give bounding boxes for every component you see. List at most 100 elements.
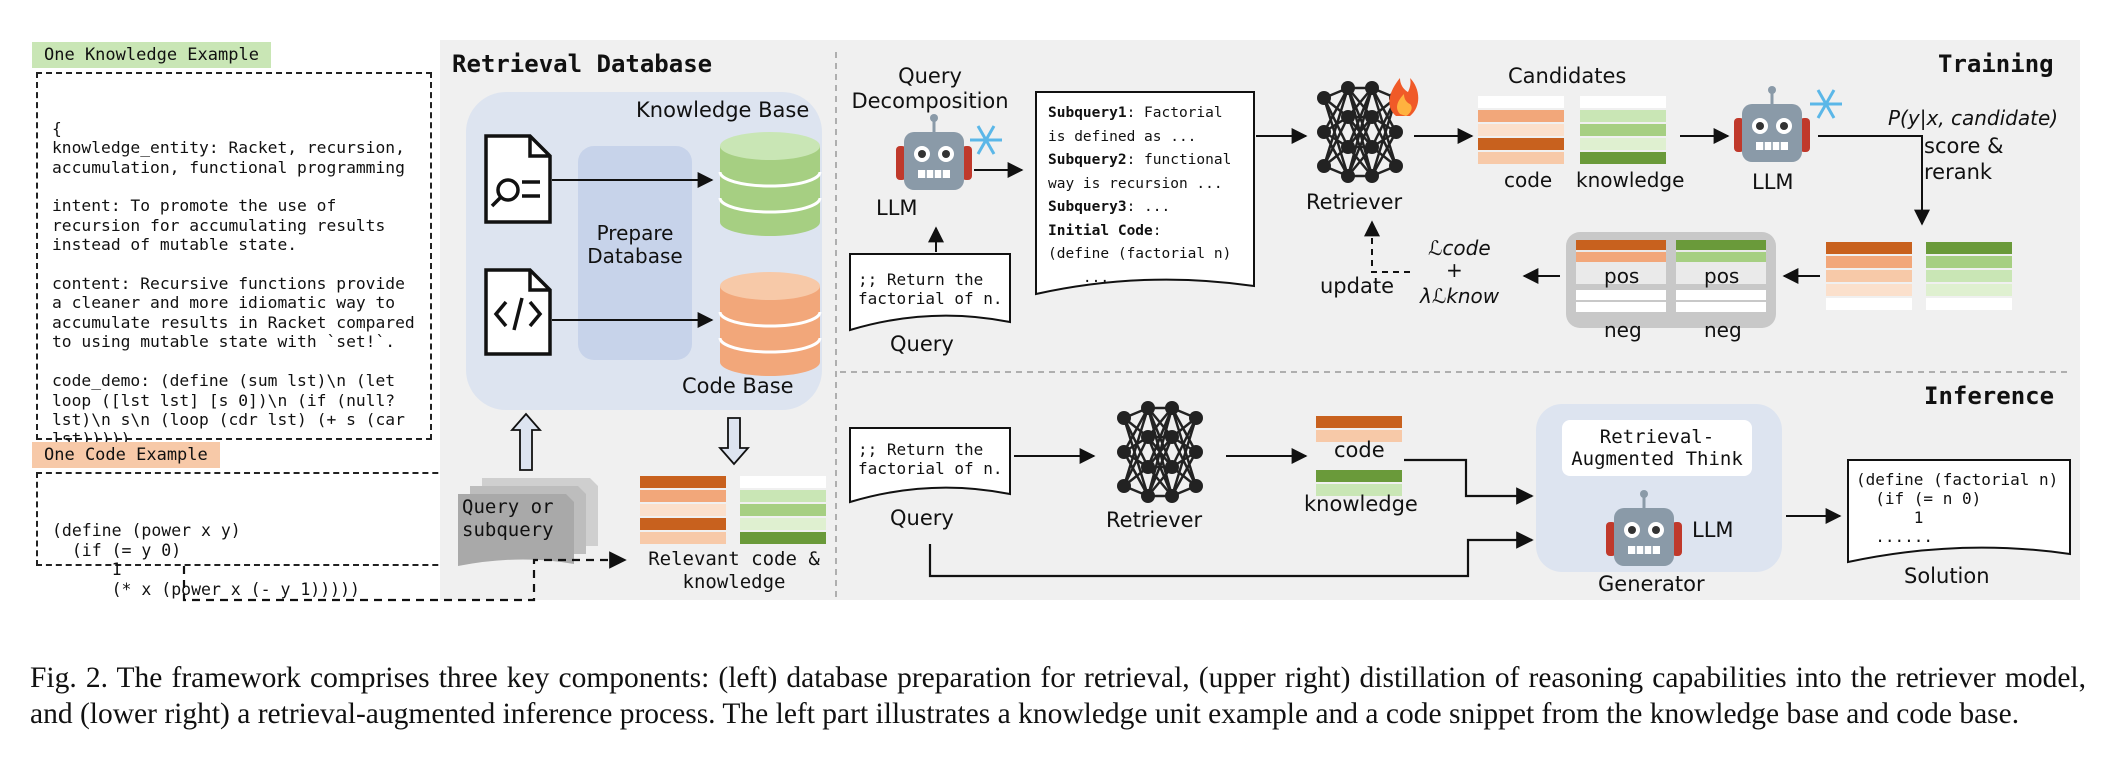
hollow-arrow-up: [510, 412, 542, 471]
network-node: [1365, 110, 1379, 124]
training-title: Training: [1938, 50, 2054, 78]
qd-line-1: Query: [898, 64, 962, 88]
knowledge-example-line: instead of mutable state.: [52, 235, 298, 255]
fire-icon: [1389, 78, 1419, 116]
relevant-bars-code: [640, 476, 726, 544]
query-stack-icon: [458, 478, 598, 566]
inference-knowledge-label: knowledge: [1304, 492, 1418, 516]
solution-line: 1: [1856, 508, 1924, 527]
network-node: [1341, 81, 1355, 95]
solution-line: (if (= n 0): [1856, 489, 1982, 508]
code-example-box: (define (power x y) (if (= y 0) 1 (* x (…: [36, 472, 468, 599]
think-box: [1562, 420, 1752, 476]
solution-line: (define (factorial n): [1856, 470, 2059, 489]
probability-label: P(y|x, candidate): [1888, 106, 2059, 130]
update-arrow: [1364, 220, 1410, 273]
network-node: [1189, 479, 1203, 493]
network-node: [1341, 140, 1355, 154]
knowledge-example-line: lst)\n s\n (loop (cdr lst) (+ s (car: [52, 409, 405, 429]
think-line-1: Retrieval-: [1599, 426, 1715, 448]
qdt-line-1: ;; Return the: [858, 270, 984, 289]
framework-figure: One Knowledge Example {knowledge_entity:…: [32, 40, 2080, 602]
knowledge-example-line: accumulate results in Racket compared: [52, 312, 415, 332]
network-node: [1165, 401, 1179, 415]
network-node: [1165, 489, 1179, 503]
knowledge-example-line: a cleaner and more idiomatic way to: [52, 293, 396, 313]
inference-code-bars: [1316, 416, 1402, 496]
network-node: [1341, 169, 1355, 183]
network-node: [1317, 125, 1331, 139]
knowledge-example-line: recursion for accumulating results: [52, 215, 386, 235]
generator-label: Generator: [1598, 572, 1705, 596]
code-base-db-icon: [718, 272, 822, 376]
robot-icon-generator: [1606, 490, 1682, 566]
network-node: [1317, 159, 1331, 173]
retriever-network-icon-inference: [1117, 401, 1203, 503]
code-example-line: (if (= y 0): [52, 540, 182, 560]
relevant-bars-knowledge: [740, 476, 826, 544]
llm-label-decomposition: LLM: [876, 196, 918, 220]
solution-line: ......: [1856, 527, 1934, 546]
solution-label: Solution: [1904, 564, 1990, 588]
candidate-code-bars: [1478, 96, 1564, 164]
neg-label-knowledge: neg: [1704, 318, 1742, 342]
neg-label-code: neg: [1604, 318, 1642, 342]
network-node: [1141, 489, 1155, 503]
candidate-code-label: code: [1504, 168, 1553, 192]
knowledge-example-line: accumulation, functional programming: [52, 157, 405, 177]
knowledge-base-label: Knowledge Base: [636, 98, 810, 122]
query-subquery-label: Query or subquery: [462, 496, 554, 542]
pos-label-knowledge: pos: [1704, 264, 1740, 288]
network-node: [1389, 125, 1403, 139]
knowledge-example-line: {: [52, 118, 62, 138]
reranked-knowledge-bars: [1926, 242, 2012, 310]
network-node: [1365, 81, 1379, 95]
network-node: [1117, 445, 1131, 459]
query-subquery-line-2: subquery: [462, 519, 554, 541]
code-file-icon: [484, 268, 552, 356]
knowledge-example-line: intent: To promote the use of: [52, 196, 337, 216]
dashed-connector: [182, 551, 627, 602]
subquery-line: is defined as ...: [1048, 128, 1197, 145]
hollow-arrow-down: [718, 417, 750, 466]
network-node: [1365, 140, 1379, 154]
network-node: [1389, 159, 1403, 173]
network-node: [1189, 445, 1203, 459]
relevant-label: Relevant code & knowledge: [636, 548, 832, 594]
update-label: update: [1320, 274, 1394, 298]
qd-line-2: Decomposition: [851, 89, 1009, 113]
subquery-line: Subquery2: functional: [1048, 152, 1232, 168]
prepare-database-box: [578, 146, 692, 360]
prepare-line-2: Database: [587, 244, 683, 268]
solution-doc: [1847, 459, 2071, 564]
network-node: [1317, 91, 1331, 105]
pos-label-code: pos: [1604, 264, 1640, 288]
subquery-line: ...: [1048, 269, 1110, 286]
retriever-label-inference: Retriever: [1106, 508, 1203, 532]
inference-title: Inference: [1924, 382, 2055, 410]
reranked-code-bars: [1826, 242, 1912, 310]
code-base-label: Code Base: [682, 374, 794, 398]
retriever-network-icon-training: [1317, 81, 1403, 183]
relevant-line-2: knowledge: [682, 571, 786, 593]
candidate-knowledge-bars: [1580, 96, 1666, 164]
think-label: Retrieval- Augmented Think: [1562, 426, 1752, 470]
query-decomposition-label: Query Decomposition: [840, 64, 1020, 114]
network-node: [1117, 479, 1131, 493]
code-example-line: 1: [52, 560, 122, 579]
score-label: score &: [1924, 134, 2004, 158]
snowflake-icon: [970, 125, 1002, 155]
document-search-icon: [484, 134, 552, 224]
query-doc-inference: [849, 427, 1011, 504]
retriever-label-training: Retriever: [1306, 190, 1403, 214]
loss-code-label: ℒcode: [1428, 236, 1491, 260]
figure-caption: Fig. 2. The framework comprises three ke…: [30, 662, 2086, 730]
network-node: [1117, 411, 1131, 425]
knowledge-example-line: to using mutable state with `set!`.: [52, 332, 396, 352]
code-example-line: (define (power x y): [52, 521, 241, 540]
knowledge-example-line: knowledge_entity: Racket, recursion,: [52, 138, 405, 158]
network-node: [1141, 430, 1155, 444]
qdi-line-1: ;; Return the: [858, 440, 984, 459]
qdi-line-2: factorial of n.: [858, 459, 1003, 478]
robot-icon-decomposition: [896, 114, 972, 190]
